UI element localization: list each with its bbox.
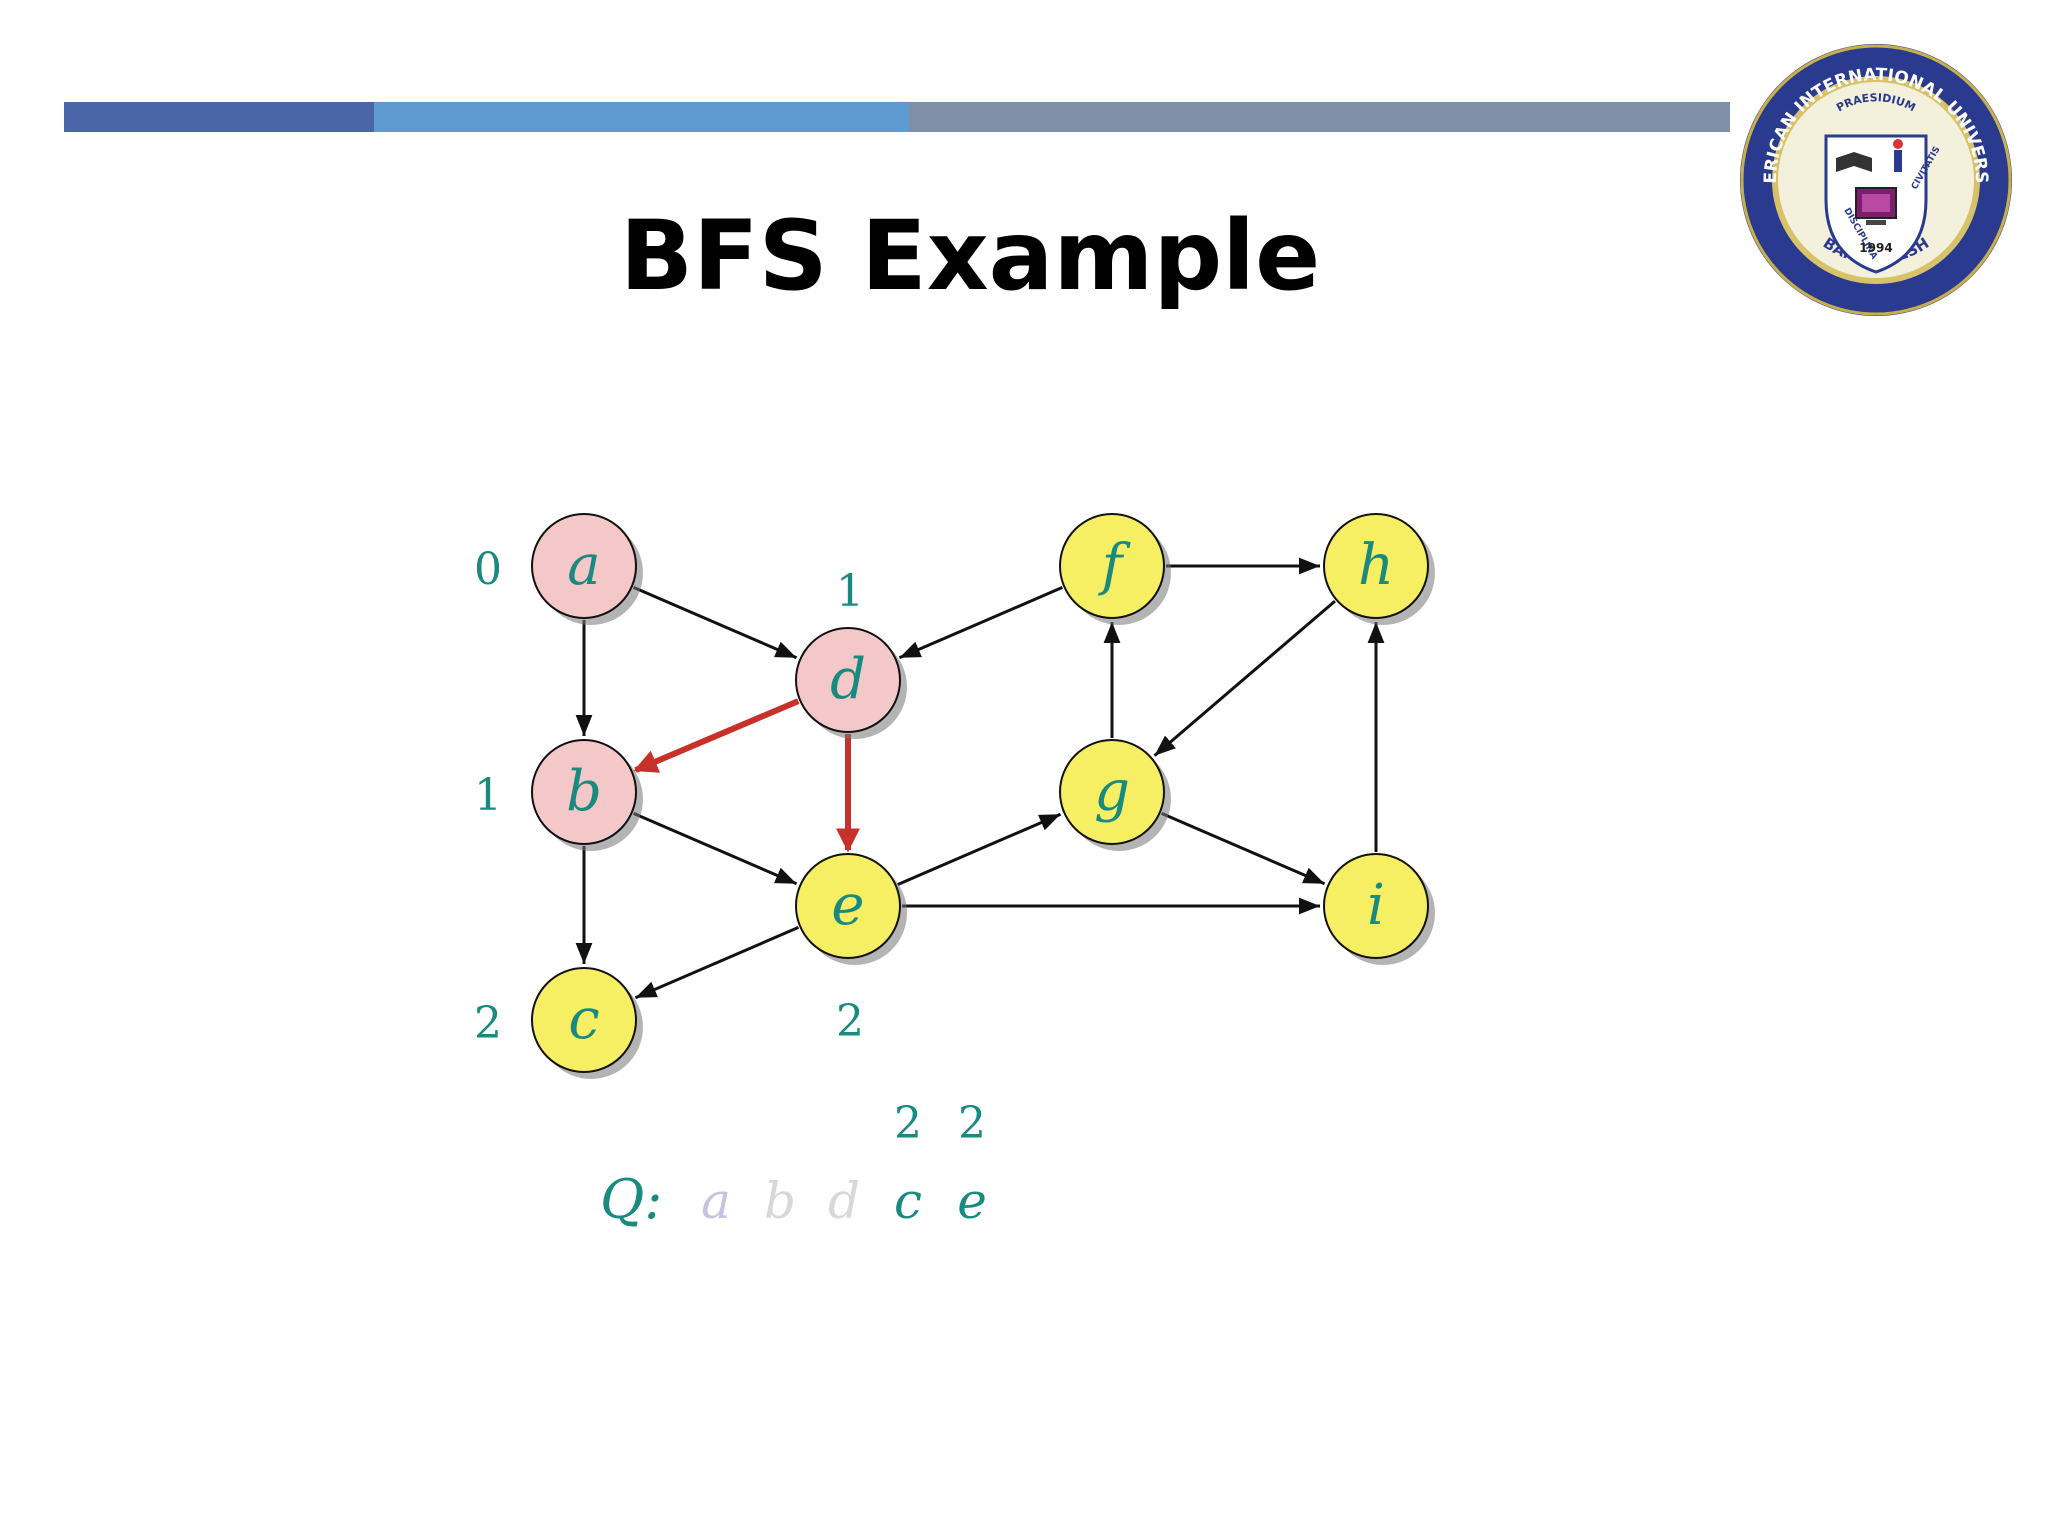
- node-h: h: [1323, 513, 1435, 625]
- node-circle: [1323, 513, 1429, 619]
- top-bar-segment-3: [909, 102, 1730, 132]
- distance-labels-layer: 0 1 2 1 2: [474, 544, 864, 1049]
- queue-item-d: d: [828, 1172, 860, 1230]
- node-label: c: [568, 987, 599, 1052]
- node-circle: [795, 627, 901, 733]
- edge-h-g: [1153, 599, 1336, 757]
- node-circle: [1059, 739, 1165, 845]
- book-icon: [1836, 152, 1872, 172]
- edge-a-d: [632, 586, 798, 660]
- nodes-layer: a b c d e f g h i: [531, 513, 1435, 1079]
- node-d: d: [795, 627, 907, 739]
- node-label: h: [1358, 533, 1394, 598]
- node-label: b: [566, 759, 602, 824]
- node-label: g: [1094, 759, 1130, 824]
- node-circle: [531, 739, 637, 845]
- node-b: b: [531, 739, 643, 851]
- top-accent-bar: [64, 102, 1730, 132]
- edge-g-i: [1160, 812, 1326, 886]
- node-circle: [795, 853, 901, 959]
- edge-f-d: [898, 586, 1064, 660]
- node-e: e: [795, 853, 907, 965]
- queue-item-a: a: [701, 1172, 731, 1230]
- node-label: e: [831, 873, 864, 938]
- node-f: f: [1059, 513, 1171, 625]
- node-g: g: [1059, 739, 1171, 851]
- candle-icon: [1894, 150, 1902, 172]
- node-a: a: [531, 513, 643, 625]
- node-label: a: [567, 533, 600, 598]
- node-i: i: [1323, 853, 1435, 965]
- university-seal-logo: AMERICAN INTERNATIONAL UNIVERSITY BANGLA…: [1736, 40, 2012, 316]
- node-circle: [1059, 513, 1165, 619]
- seal-year: 1994: [1859, 241, 1892, 255]
- distance-label-c: 2: [474, 998, 502, 1049]
- distance-label-b: 1: [474, 770, 502, 821]
- queue-distance-c: 2: [894, 1098, 922, 1149]
- edge-e-g: [896, 812, 1062, 886]
- queue-item-e: e: [957, 1172, 987, 1230]
- node-label: i: [1367, 873, 1385, 938]
- top-bar-segment-2: [374, 102, 909, 132]
- queue-label: Q:: [600, 1168, 662, 1231]
- distance-label-e: 2: [836, 996, 864, 1047]
- distance-label-d: 1: [836, 566, 864, 617]
- node-circle: [531, 513, 637, 619]
- edge-b-e: [632, 812, 798, 886]
- edge-e-c: [634, 926, 800, 1000]
- edge-d-b: [633, 698, 800, 773]
- node-c: c: [531, 967, 643, 1079]
- node-circle: [531, 967, 637, 1073]
- queue-distance-e: 2: [958, 1098, 986, 1149]
- node-label: d: [830, 647, 866, 712]
- slide-title: BFS Example: [619, 200, 1321, 312]
- edges-layer: [575, 557, 1385, 1000]
- queue-item-c: c: [894, 1172, 922, 1230]
- node-circle: [1323, 853, 1429, 959]
- queue-item-b: b: [764, 1172, 796, 1230]
- distance-label-a: 0: [474, 544, 502, 595]
- top-bar-segment-1: [64, 102, 374, 132]
